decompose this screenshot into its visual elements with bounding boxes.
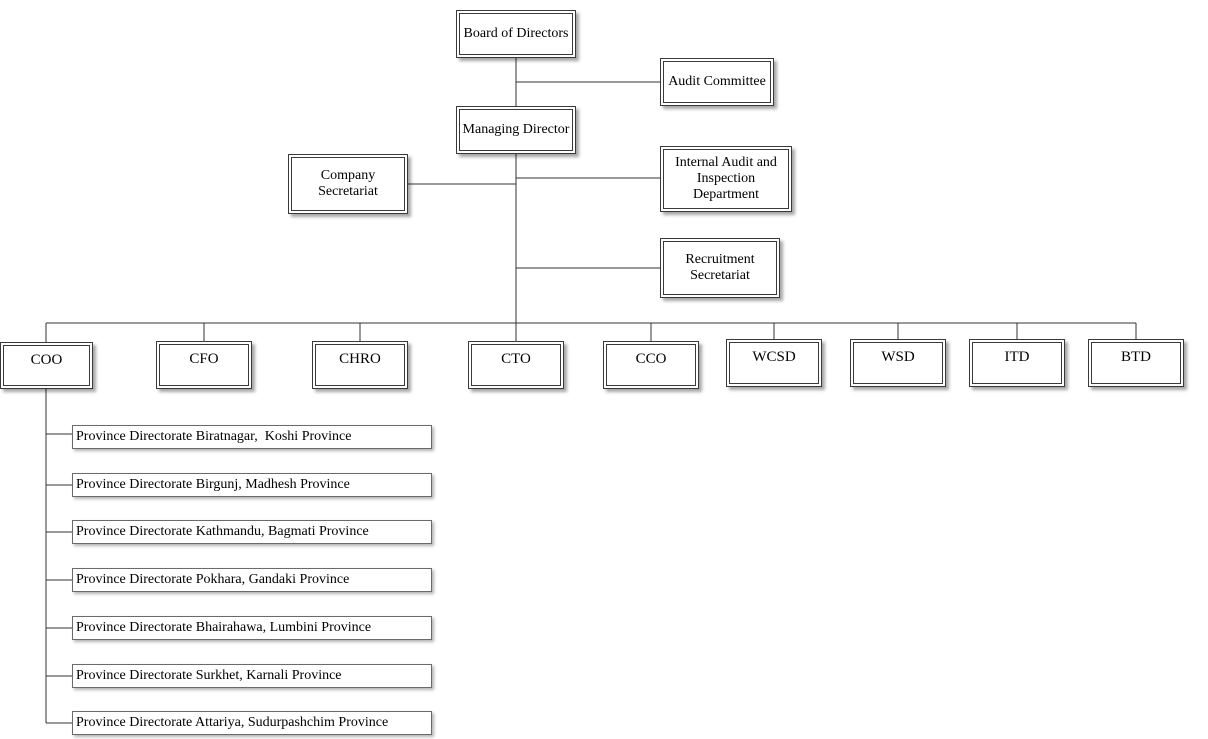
exec-box-chro: CHRO — [312, 341, 408, 389]
province-label-gandaki: Province Directorate Pokhara, Gandaki Pr… — [76, 572, 350, 587]
internal-audit-box: Internal Audit and Inspection Department — [660, 146, 792, 212]
exec-box-wcsd: WCSD — [726, 339, 822, 387]
exec-box-coo: COO — [0, 342, 93, 389]
province-box-gandaki: Province Directorate Pokhara, Gandaki Pr… — [72, 568, 432, 592]
exec-label-wsd: WSD — [853, 342, 943, 384]
exec-box-cfo: CFO — [156, 341, 252, 389]
province-box-madhesh: Province Directorate Birgunj, Madhesh Pr… — [72, 473, 432, 497]
exec-box-btd: BTD — [1088, 339, 1184, 387]
audit-committee-label: Audit Committee — [663, 61, 771, 103]
province-label-bagmati: Province Directorate Kathmandu, Bagmati … — [76, 524, 369, 539]
province-box-karnali: Province Directorate Surkhet, Karnali Pr… — [72, 664, 432, 688]
province-label-lumbini: Province Directorate Bhairahawa, Lumbini… — [76, 620, 372, 635]
exec-label-cfo: CFO — [159, 344, 249, 386]
exec-label-cco: CCO — [606, 344, 696, 386]
company-secretariat-label: Company Secretariat — [291, 157, 405, 211]
province-box-koshi: Province Directorate Biratnagar, Koshi P… — [72, 425, 432, 449]
province-box-sudurpashchim: Province Directorate Attariya, Sudurpash… — [72, 711, 432, 735]
exec-box-wsd: WSD — [850, 339, 946, 387]
managing-director-box: Managing Director — [456, 106, 576, 154]
board-of-directors-box: Board of Directors — [456, 10, 576, 58]
managing-director-label: Managing Director — [459, 109, 573, 151]
exec-box-cco: CCO — [603, 341, 699, 389]
province-label-madhesh: Province Directorate Birgunj, Madhesh Pr… — [76, 477, 350, 492]
province-label-karnali: Province Directorate Surkhet, Karnali Pr… — [76, 668, 342, 683]
exec-box-cto: CTO — [468, 341, 564, 389]
exec-label-cto: CTO — [471, 344, 561, 386]
exec-label-btd: BTD — [1091, 342, 1181, 384]
exec-box-itd: ITD — [969, 339, 1065, 387]
company-secretariat-box: Company Secretariat — [288, 154, 408, 214]
recruitment-secretariat-box: Recruitment Secretariat — [660, 238, 780, 298]
recruitment-secretariat-label: Recruitment Secretariat — [663, 241, 777, 295]
province-box-lumbini: Province Directorate Bhairahawa, Lumbini… — [72, 616, 432, 640]
audit-committee-box: Audit Committee — [660, 58, 774, 106]
internal-audit-label: Internal Audit and Inspection Department — [663, 149, 789, 209]
exec-label-itd: ITD — [972, 342, 1062, 384]
province-box-bagmati: Province Directorate Kathmandu, Bagmati … — [72, 520, 432, 544]
exec-label-chro: CHRO — [315, 344, 405, 386]
province-label-sudurpashchim: Province Directorate Attariya, Sudurpash… — [76, 715, 389, 730]
exec-label-coo: COO — [3, 345, 90, 386]
exec-label-wcsd: WCSD — [729, 342, 819, 384]
province-label-koshi: Province Directorate Biratnagar, Koshi P… — [76, 429, 352, 444]
board-of-directors-label: Board of Directors — [459, 13, 573, 55]
